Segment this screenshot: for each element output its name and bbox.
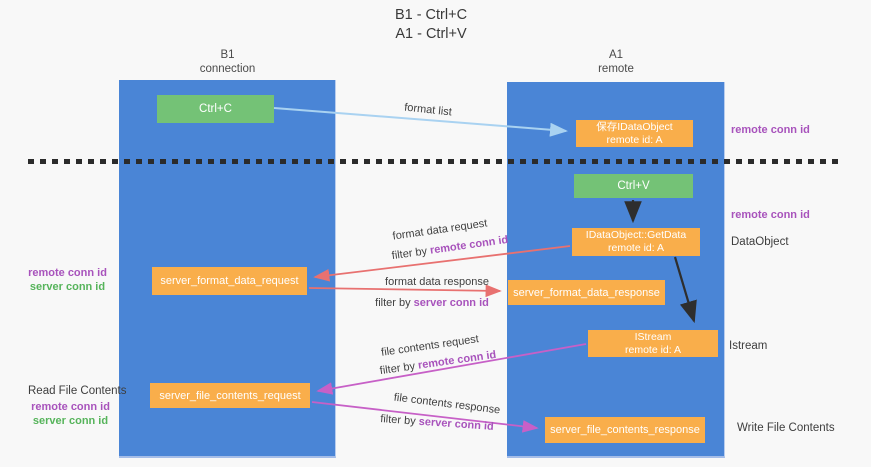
left-server-conn-id: server conn id bbox=[32, 415, 109, 427]
server-conn-id-text: server conn id bbox=[413, 297, 489, 309]
right-remote-conn-id-top: remote conn id bbox=[731, 124, 810, 136]
b1-column-header: B1 connection bbox=[119, 48, 336, 76]
getdata-line2: remote id: A bbox=[607, 242, 665, 254]
b1-header-name: B1 bbox=[220, 49, 235, 61]
a1-column-header: A1 remote bbox=[507, 48, 725, 76]
remote-conn-id-text: remote conn id bbox=[417, 348, 497, 372]
format-data-response-arrow bbox=[308, 284, 502, 298]
left-conn-id-pair-file: remote conn id server conn id bbox=[28, 400, 113, 428]
getdata-box: IDataObject::GetData remote id: A bbox=[572, 228, 700, 256]
istream-line1: IStream bbox=[634, 330, 672, 343]
istream-line2: remote id: A bbox=[624, 343, 682, 356]
save-dataobject-line1: 保存IDataObject bbox=[596, 120, 673, 133]
title-line-1: B1 - Ctrl+C bbox=[394, 7, 468, 23]
remote-conn-id-text: remote conn id bbox=[429, 233, 509, 257]
save-dataobject-box: 保存IDataObject remote id: A bbox=[576, 120, 693, 147]
ctrl-v-label: Ctrl+V bbox=[617, 180, 650, 192]
filter-by-text: filter by bbox=[379, 359, 419, 378]
left-remote-conn-id: remote conn id bbox=[31, 401, 110, 413]
read-file-contents-label: Read File Contents bbox=[28, 385, 127, 397]
istream-box: IStream remote id: A bbox=[588, 330, 718, 357]
getdata-line1: IDataObject::GetData bbox=[585, 229, 687, 241]
server-file-contents-request-box: server_file_contents_request bbox=[150, 383, 310, 408]
dataobject-label: DataObject bbox=[731, 236, 789, 248]
save-dataobject-line2: remote id: A bbox=[606, 133, 663, 146]
filter-by-text: filter by bbox=[375, 297, 414, 309]
server-file-contents-request-label: server_file_contents_request bbox=[159, 389, 301, 402]
right-remote-conn-id-mid: remote conn id bbox=[731, 209, 810, 221]
dashed-divider bbox=[28, 159, 840, 164]
server-format-data-request-label: server_format_data_request bbox=[160, 275, 299, 287]
title-line-2: A1 - Ctrl+V bbox=[395, 26, 467, 42]
server-conn-id-text: server conn id bbox=[418, 415, 495, 433]
ctrl-v-box: Ctrl+V bbox=[574, 174, 693, 198]
diagram-title: B1 - Ctrl+C A1 - Ctrl+V bbox=[331, 6, 531, 44]
server-file-contents-response-box: server_file_contents_response bbox=[545, 417, 705, 443]
format-list-label: format list bbox=[403, 101, 453, 119]
b1-header-sub: connection bbox=[199, 63, 256, 75]
format-data-response-label: format data response bbox=[385, 276, 489, 288]
istream-side-label: Istream bbox=[729, 340, 768, 352]
left-conn-id-pair-format: remote conn id server conn id bbox=[25, 266, 110, 294]
ctrl-c-box: Ctrl+C bbox=[157, 95, 274, 123]
a1-header-name: A1 bbox=[608, 49, 624, 61]
file-contents-response-filter-label: filter by server conn id bbox=[380, 413, 494, 433]
write-file-contents-label: Write File Contents bbox=[737, 422, 835, 434]
left-remote-conn-id: remote conn id bbox=[28, 267, 107, 279]
filter-by-text: filter by bbox=[379, 413, 420, 428]
filter-by-text: filter by bbox=[391, 244, 431, 263]
format-data-response-filter-label: filter by server conn id bbox=[375, 297, 489, 309]
server-format-data-request-box: server_format_data_request bbox=[152, 267, 307, 295]
left-server-conn-id: server conn id bbox=[29, 281, 106, 293]
server-format-data-response-label: server_format_data_response bbox=[513, 286, 660, 299]
server-file-contents-response-label: server_file_contents_response bbox=[550, 424, 700, 436]
ctrl-c-label: Ctrl+C bbox=[199, 103, 232, 115]
a1-header-sub: remote bbox=[598, 63, 634, 75]
file-contents-response-label: file contents response bbox=[393, 391, 501, 417]
server-format-data-response-box: server_format_data_response bbox=[508, 280, 665, 305]
